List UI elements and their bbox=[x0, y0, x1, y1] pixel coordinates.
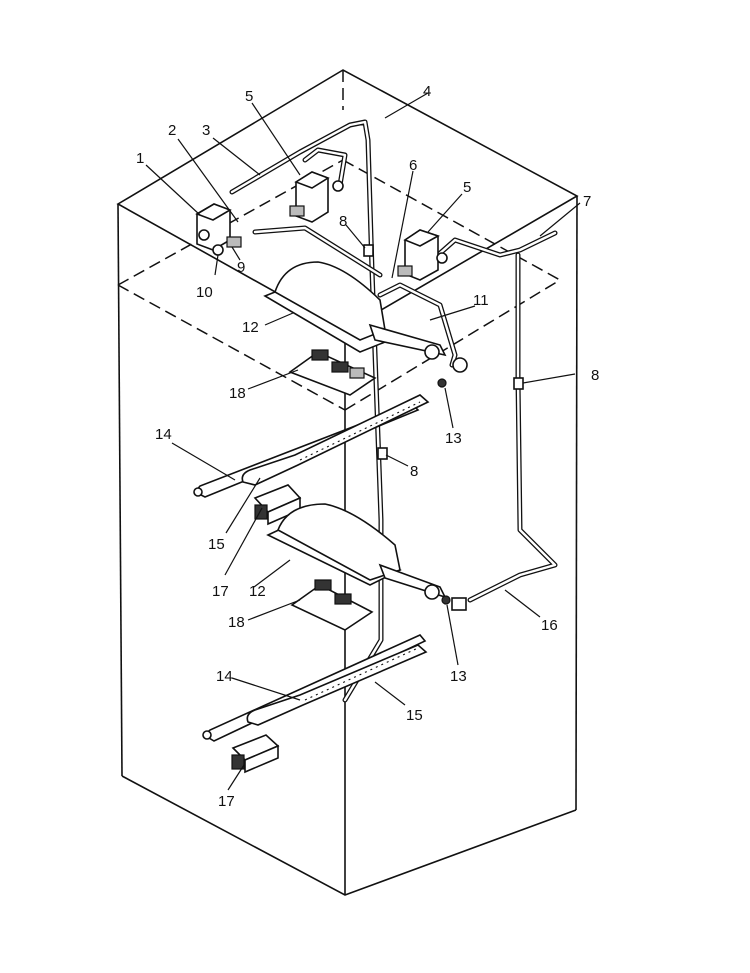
ignitor-18-lower bbox=[290, 579, 374, 631]
ignitor-18-upper bbox=[288, 349, 377, 396]
regulator-valve-5-lower bbox=[397, 229, 448, 281]
burner-lower bbox=[266, 503, 467, 611]
callout-5-upper: 5 bbox=[245, 88, 253, 105]
callout-12-lower: 12 bbox=[249, 583, 266, 600]
terminal-17-lower bbox=[231, 734, 280, 774]
callout-10: 10 bbox=[196, 284, 213, 301]
callout-17-upper: 17 bbox=[212, 583, 229, 600]
callout-16: 16 bbox=[541, 617, 558, 634]
callout-18-lower: 18 bbox=[228, 614, 245, 631]
callout-13-upper: 13 bbox=[445, 430, 462, 447]
callout-2: 2 bbox=[168, 122, 176, 139]
callout-11: 11 bbox=[473, 292, 489, 309]
callout-3: 3 bbox=[202, 122, 210, 139]
callout-8-right: 8 bbox=[591, 367, 599, 384]
tube-clips bbox=[363, 244, 524, 460]
cabinet-outline bbox=[116, 69, 579, 896]
burner-upper bbox=[263, 261, 468, 373]
callout-5-lower: 5 bbox=[463, 179, 471, 196]
callout-1: 1 bbox=[136, 150, 144, 167]
callout-14-lower: 14 bbox=[216, 668, 233, 685]
callout-17-lower: 17 bbox=[218, 793, 235, 810]
callout-13-lower: 13 bbox=[450, 668, 467, 685]
callout-8-middle: 8 bbox=[410, 463, 418, 480]
orifice-13-upper bbox=[437, 378, 447, 388]
callout-9: 9 bbox=[237, 259, 245, 276]
callout-labels: 1 2 3 4 5 5 6 7 8 8 8 9 10 11 12 12 13 1… bbox=[136, 83, 599, 810]
heater-tube-upper bbox=[193, 394, 430, 498]
callout-12-upper: 12 bbox=[242, 319, 259, 336]
orifice-13-lower bbox=[441, 595, 451, 605]
callout-14-upper: 14 bbox=[155, 426, 172, 443]
leader-lines bbox=[145, 92, 581, 791]
gas-tubing bbox=[229, 119, 558, 703]
callout-6: 6 bbox=[409, 157, 417, 174]
callout-15-upper: 15 bbox=[208, 536, 225, 553]
callout-8-top: 8 bbox=[339, 213, 347, 230]
regulator-valve-5-upper bbox=[289, 171, 344, 223]
callout-18-upper: 18 bbox=[229, 385, 246, 402]
heater-tube-lower bbox=[202, 634, 428, 742]
callout-15-lower: 15 bbox=[406, 707, 423, 724]
callout-7: 7 bbox=[583, 193, 591, 210]
safety-valve-1 bbox=[195, 203, 232, 251]
callout-4: 4 bbox=[423, 83, 431, 100]
